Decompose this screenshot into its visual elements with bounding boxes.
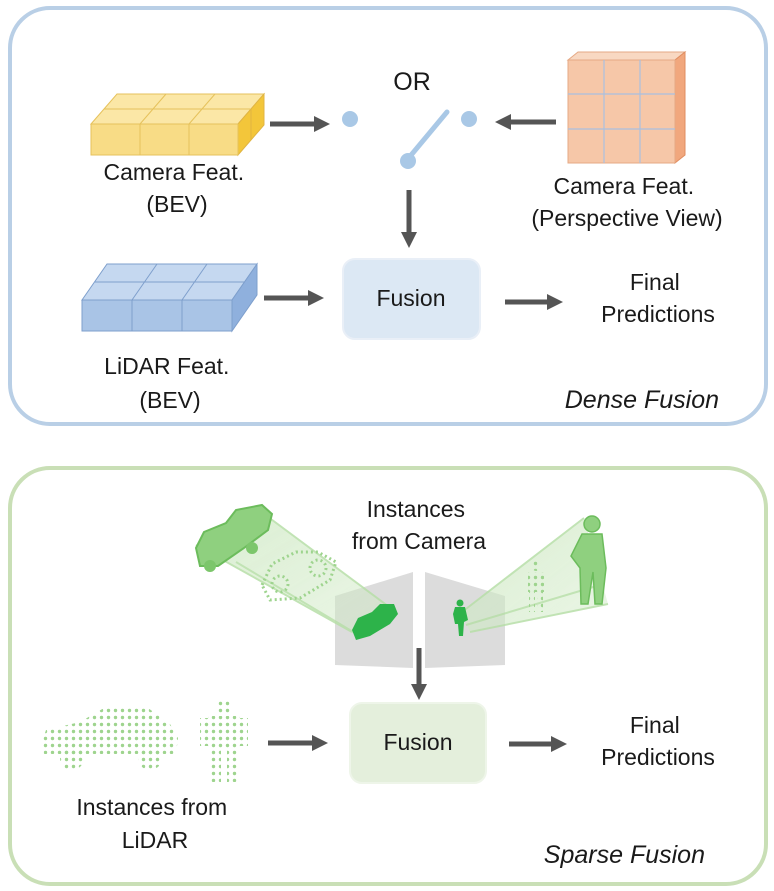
camera-pv-grid (566, 50, 687, 165)
camera-bev-label: Camera Feat. (BEV) (104, 159, 251, 217)
sparse-fusion-title: Sparse Fusion (544, 841, 705, 869)
lidar-car-dotted (42, 708, 178, 770)
sparse-output-label-line1: Final (630, 712, 680, 738)
switch-lever (404, 109, 450, 163)
camera-bev-label-line2: (BEV) (146, 191, 207, 217)
lidar-bev-grid (81, 262, 258, 333)
lidar-bev-label-line2: (BEV) (139, 387, 200, 413)
camera-instances-label-line2: from Camera (352, 528, 486, 554)
switch-right-contact (461, 111, 477, 127)
camera-bev-label-line1: Camera Feat. (104, 159, 245, 185)
or-label: OR (393, 68, 431, 96)
camera-instances-label-line1: Instances (367, 496, 465, 522)
camera-pv-label-line2: (Perspective View) (531, 205, 722, 231)
switch-left-contact (342, 111, 358, 127)
camera-pv-label-line1: Camera Feat. (554, 173, 695, 199)
or-switch: OR (342, 68, 477, 169)
dense-output-label-line1: Final (630, 269, 680, 295)
dense-output-label-line2: Predictions (601, 301, 715, 327)
lidar-pedestrian-dotted (200, 698, 248, 782)
lidar-bev-label-line1: LiDAR Feat. (104, 353, 229, 379)
lidar-instances-label-line1: Instances from (76, 794, 227, 820)
projected-car (352, 604, 398, 640)
dense-fusion-label: Fusion (376, 285, 445, 311)
dense-fusion-title: Dense Fusion (565, 386, 719, 414)
dense-fusion-box (342, 258, 481, 340)
dense-fusion-panel: Camera Feat. (BEV) OR Camera Feat. (8, 6, 768, 426)
lidar-instances-label: Instances from LiDAR (76, 794, 233, 853)
sparse-output-label: Final Predictions (601, 712, 715, 770)
camera-pedestrian-dotted (528, 561, 544, 612)
camera-pv-label: Camera Feat. (Perspective View) (531, 173, 722, 231)
dense-output-label: Final Predictions (601, 269, 715, 327)
lidar-bev-label: LiDAR Feat. (BEV) (104, 353, 236, 413)
camera-pedestrian-3d (570, 515, 607, 605)
lidar-instances-label-line2: LiDAR (122, 827, 188, 853)
switch-pivot (400, 153, 416, 169)
sparse-output-label-line2: Predictions (601, 744, 715, 770)
camera-instances-label: Instances from Camera (352, 496, 486, 554)
camera-car-3d (194, 503, 274, 572)
projected-pedestrian (453, 599, 468, 636)
camera-car-dotted (260, 550, 338, 602)
camera-bev-grid (89, 92, 266, 157)
sparse-fusion-label: Fusion (383, 729, 452, 755)
sparse-fusion-panel: Instances from Camera (8, 466, 768, 886)
sparse-fusion-box (349, 702, 487, 784)
